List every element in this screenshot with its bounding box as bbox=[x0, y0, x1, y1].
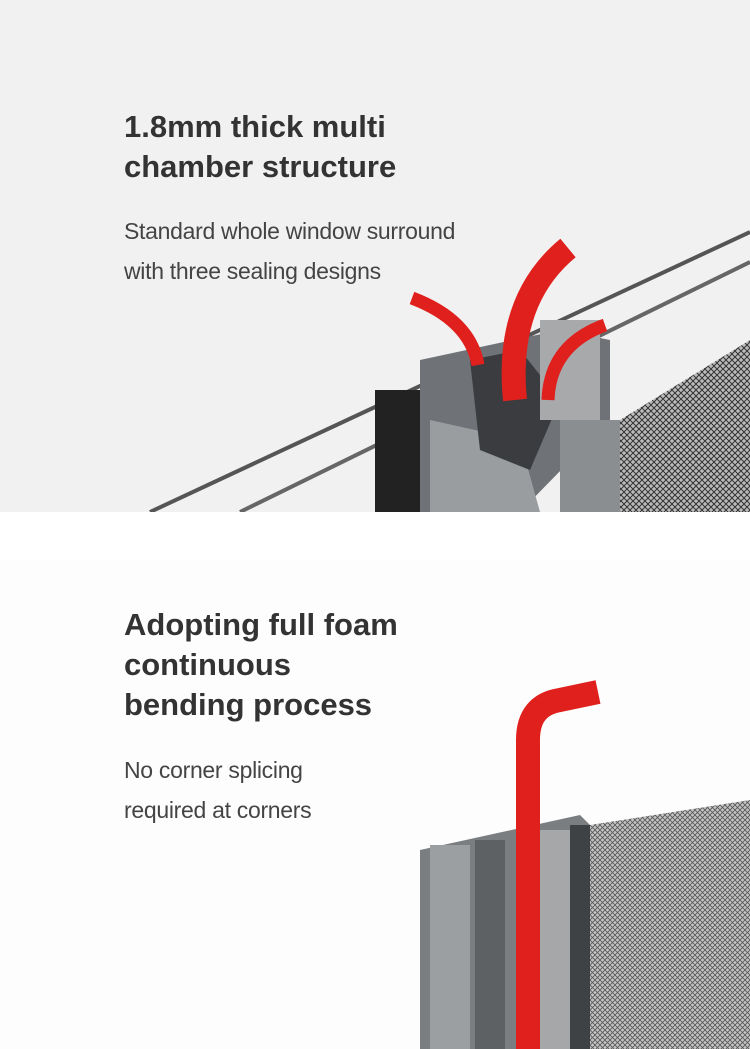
title-line: 1.8mm thick multi bbox=[124, 109, 386, 144]
section-title: 1.8mm thick multi chamber structure bbox=[124, 107, 396, 187]
section-subtitle: Standard whole window surround with thre… bbox=[124, 211, 455, 291]
subtitle-line: Standard whole window surround bbox=[124, 218, 456, 244]
title-line: chamber structure bbox=[124, 149, 397, 184]
subtitle-line: required at corners bbox=[124, 797, 312, 823]
section-title: Adopting full foam continuous bending pr… bbox=[124, 605, 398, 725]
section-foam-bending: Adopting full foam continuous bending pr… bbox=[0, 560, 750, 1049]
title-line: Adopting full foam bbox=[124, 607, 398, 642]
bent-seal-illustration bbox=[420, 680, 750, 1049]
title-line: continuous bbox=[124, 647, 292, 682]
section-subtitle: No corner splicing required at corners bbox=[124, 750, 312, 830]
subtitle-line: with three sealing designs bbox=[124, 258, 381, 284]
section-multi-chamber: 1.8mm thick multi chamber structure Stan… bbox=[0, 0, 750, 512]
window-profile-illustration bbox=[149, 230, 750, 512]
title-line: bending process bbox=[124, 687, 373, 722]
subtitle-line: No corner splicing bbox=[124, 757, 303, 783]
